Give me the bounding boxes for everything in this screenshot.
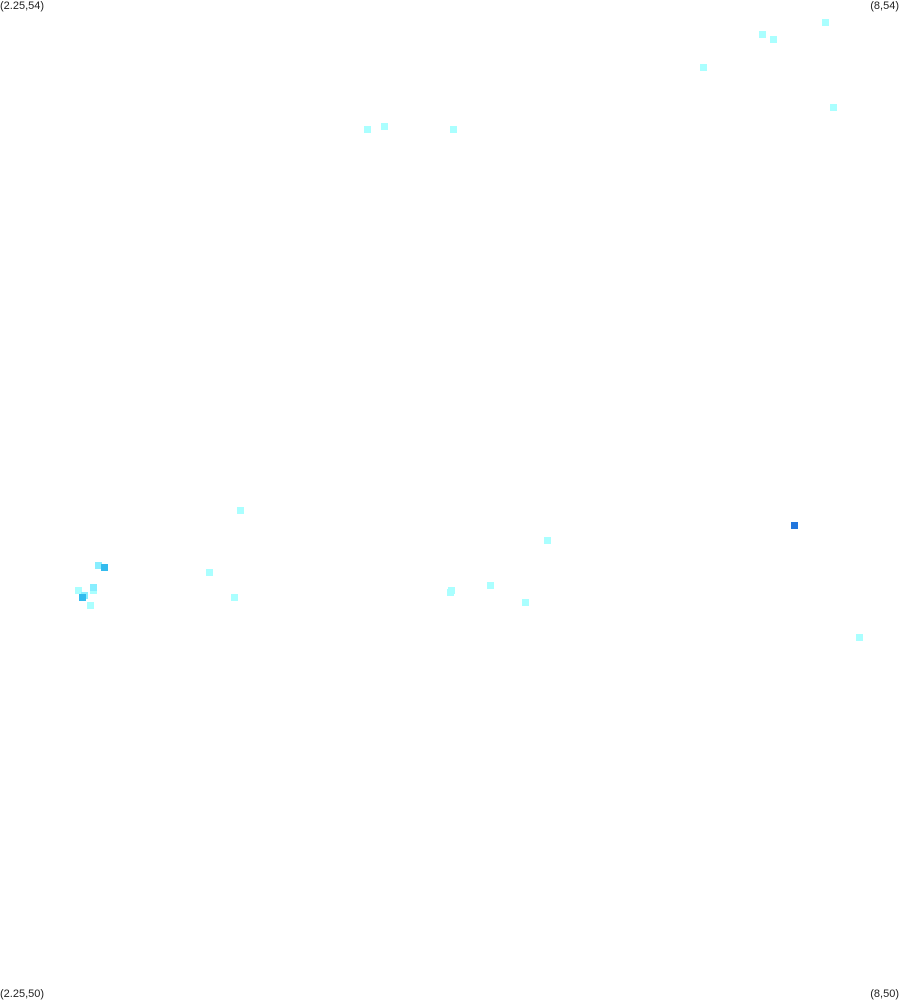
grid-cell (90, 584, 97, 591)
grid-cell (856, 634, 863, 641)
corner-label-bottom-left: (2.25,50) (0, 988, 45, 1000)
corner-label-bottom-right: (8,50) (870, 988, 899, 1000)
grid-cell (231, 594, 238, 601)
grid-cell (791, 522, 798, 529)
grid-cell (95, 562, 102, 569)
grid-cell (700, 64, 707, 71)
grid-cell (487, 582, 494, 589)
grid-cell (448, 587, 455, 594)
grid-cell (770, 36, 777, 43)
grid-cell (237, 507, 244, 514)
grid-cell (830, 104, 837, 111)
grid-cell (759, 31, 766, 38)
grid-cell (79, 594, 86, 601)
grid-cell (101, 564, 108, 571)
grid-cell (75, 587, 82, 594)
grid-cell (206, 569, 213, 576)
corner-label-top-left: (2.25,54) (0, 0, 45, 12)
grid-cell (822, 19, 829, 26)
grid-cell (87, 602, 94, 609)
grid-cell (544, 537, 551, 544)
grid-cell (522, 599, 529, 606)
grid-cell (364, 126, 371, 133)
grid-cell (450, 126, 457, 133)
corner-label-top-right: (8,54) (870, 0, 899, 12)
grid-cell (381, 123, 388, 130)
